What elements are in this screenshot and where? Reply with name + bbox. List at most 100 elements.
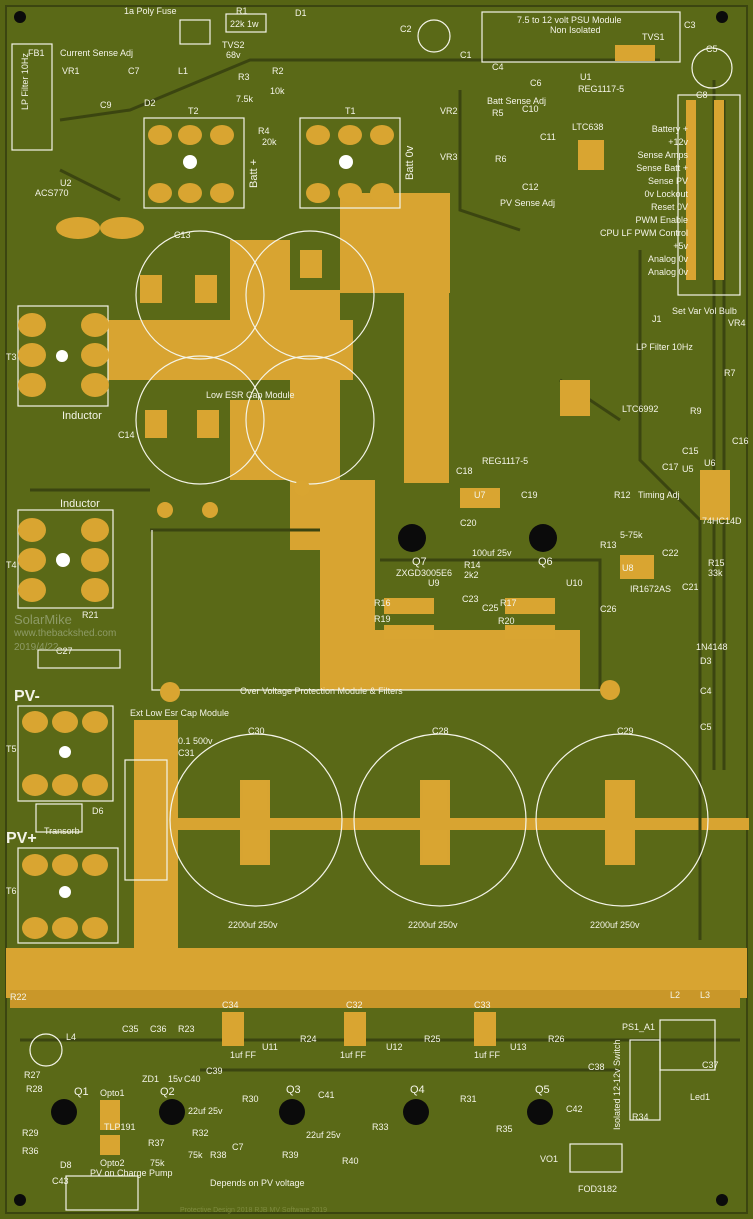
label-c7: C7 xyxy=(128,66,140,76)
label-r31: R31 xyxy=(460,1094,477,1104)
label-r21: R21 xyxy=(82,610,99,620)
label-u13: U13 xyxy=(510,1042,527,1052)
label-cap-1uf-c: 1uf FF xyxy=(474,1050,501,1060)
copper-pours xyxy=(6,193,749,1008)
label-r20: R20 xyxy=(498,616,515,626)
label-r14: R14 xyxy=(464,560,481,570)
label-cap-val-2: 2200uf 250v xyxy=(408,920,458,930)
pin-label: Sense Batt + xyxy=(636,163,688,173)
label-q3: Q3 xyxy=(286,1084,301,1096)
label-tvs2: TVS2 xyxy=(222,40,245,50)
label-r38v: 75k xyxy=(188,1150,203,1160)
label-c27: C27 xyxy=(56,646,73,656)
label-d2: D2 xyxy=(144,98,156,108)
label-r38: R38 xyxy=(210,1150,227,1160)
label-ext-low-esr: Ext Low Esr Cap Module xyxy=(130,708,230,718)
label-poly-fuse: 1a Poly Fuse xyxy=(124,6,177,16)
label-cap-1uf-a: 1uf FF xyxy=(230,1050,257,1060)
label-c3: C3 xyxy=(684,20,696,30)
label-c10: C10 xyxy=(522,104,539,114)
label-c18: C18 xyxy=(456,466,473,476)
label-vr4: VR4 xyxy=(728,318,746,328)
label-r32: R32 xyxy=(192,1128,209,1138)
watermark-date: 2019/4/22 xyxy=(14,642,59,653)
label-cap-val-3: 2200uf 250v xyxy=(590,920,640,930)
label-r26: R26 xyxy=(548,1034,565,1044)
label-tvs2v: 68v xyxy=(226,50,241,60)
label-r36: R36 xyxy=(22,1146,39,1156)
label-c33: C33 xyxy=(474,1000,491,1010)
label-r37: R37 xyxy=(148,1138,165,1148)
pin-label: 0v Lockout xyxy=(644,189,688,199)
label-r9: R9 xyxy=(690,406,702,416)
label-vr2: VR2 xyxy=(440,106,458,116)
label-c17: C17 xyxy=(662,462,679,472)
label-timing: Timing Adj xyxy=(638,490,680,500)
pin-label: PWM Enable xyxy=(635,215,688,225)
pin-label: Analog 0v xyxy=(647,267,688,277)
label-u5: U5 xyxy=(682,464,694,474)
label-d3: D3 xyxy=(700,656,712,666)
label-r2v: 10k xyxy=(270,86,285,96)
label-c14: C14 xyxy=(118,430,135,440)
label-c39v: 22uf 25v xyxy=(188,1106,223,1116)
label-l1: L1 xyxy=(178,66,189,76)
label-u8: U8 xyxy=(622,563,634,573)
label-c34: C34 xyxy=(222,1000,239,1010)
label-c15: C15 xyxy=(682,446,699,456)
label-r35: R35 xyxy=(496,1124,513,1134)
label-cap-val-1: 2200uf 250v xyxy=(228,920,278,930)
label-c41v: 22uf 25v xyxy=(306,1130,341,1140)
pin-label: CPU LF PWM Control xyxy=(599,228,688,238)
label-q5: Q5 xyxy=(535,1084,550,1096)
label-c20v: 100uf 25v xyxy=(472,548,512,558)
label-r30: R30 xyxy=(242,1094,259,1104)
label-r3v: 7.5k xyxy=(236,94,254,104)
label-c9: C9 xyxy=(100,100,112,110)
label-c21: C21 xyxy=(682,582,699,592)
label-r39: R39 xyxy=(282,1150,299,1160)
label-r16: R16 xyxy=(374,598,391,608)
label-c19: C19 xyxy=(521,490,538,500)
label-r13: R13 xyxy=(600,540,617,550)
label-c6: C6 xyxy=(530,78,542,88)
label-q4: Q4 xyxy=(410,1084,425,1096)
label-c31: C31 xyxy=(178,748,195,758)
label-tlp: TLP191 xyxy=(104,1122,136,1132)
label-c43: C43 xyxy=(52,1176,69,1186)
label-r33: R33 xyxy=(372,1122,389,1132)
label-d1: D1 xyxy=(295,8,307,18)
label-r24: R24 xyxy=(300,1034,317,1044)
label-r28: R28 xyxy=(26,1084,43,1094)
label-ir: IR1672AS xyxy=(630,584,672,594)
label-r12: R12 xyxy=(614,490,631,500)
label-pv-sense: PV Sense Adj xyxy=(500,198,556,208)
smd-parts xyxy=(100,45,730,1155)
label-tvs1: TVS1 xyxy=(642,32,665,42)
label-set-var: Set Var Vol Bulb xyxy=(672,306,737,316)
label-vo1: VO1 xyxy=(540,1154,559,1164)
label-d8: D8 xyxy=(60,1160,72,1170)
label-q7-part: ZXGD3005E6 xyxy=(396,568,453,578)
pin-label: Sense Amps xyxy=(637,150,688,160)
label-c40: C40 xyxy=(184,1074,201,1084)
label-c5: C5 xyxy=(706,44,718,54)
label-vr1: VR1 xyxy=(62,66,80,76)
label-fbf1: FB1 xyxy=(28,48,45,58)
label-reg1: REG1117-5 xyxy=(578,84,625,94)
label-opto1: Opto1 xyxy=(100,1088,125,1098)
pin-label: Sense PV xyxy=(647,176,688,186)
label-c7b: C7 xyxy=(232,1142,244,1152)
label-r1v: 22k 1w xyxy=(230,19,259,29)
label-u12: U12 xyxy=(386,1042,403,1052)
label-in4148: 1N4148 xyxy=(696,642,728,652)
label-l2: L2 xyxy=(670,990,681,1000)
label-c5b: C5 xyxy=(700,722,712,732)
label-r40: R40 xyxy=(342,1156,359,1166)
label-fod: FOD3182 xyxy=(578,1184,618,1194)
label-c35: C35 xyxy=(122,1024,139,1034)
label-q7: Q7 xyxy=(412,556,427,568)
label-r12v: 5-75k xyxy=(620,530,643,540)
label-r7: R7 xyxy=(724,368,736,378)
